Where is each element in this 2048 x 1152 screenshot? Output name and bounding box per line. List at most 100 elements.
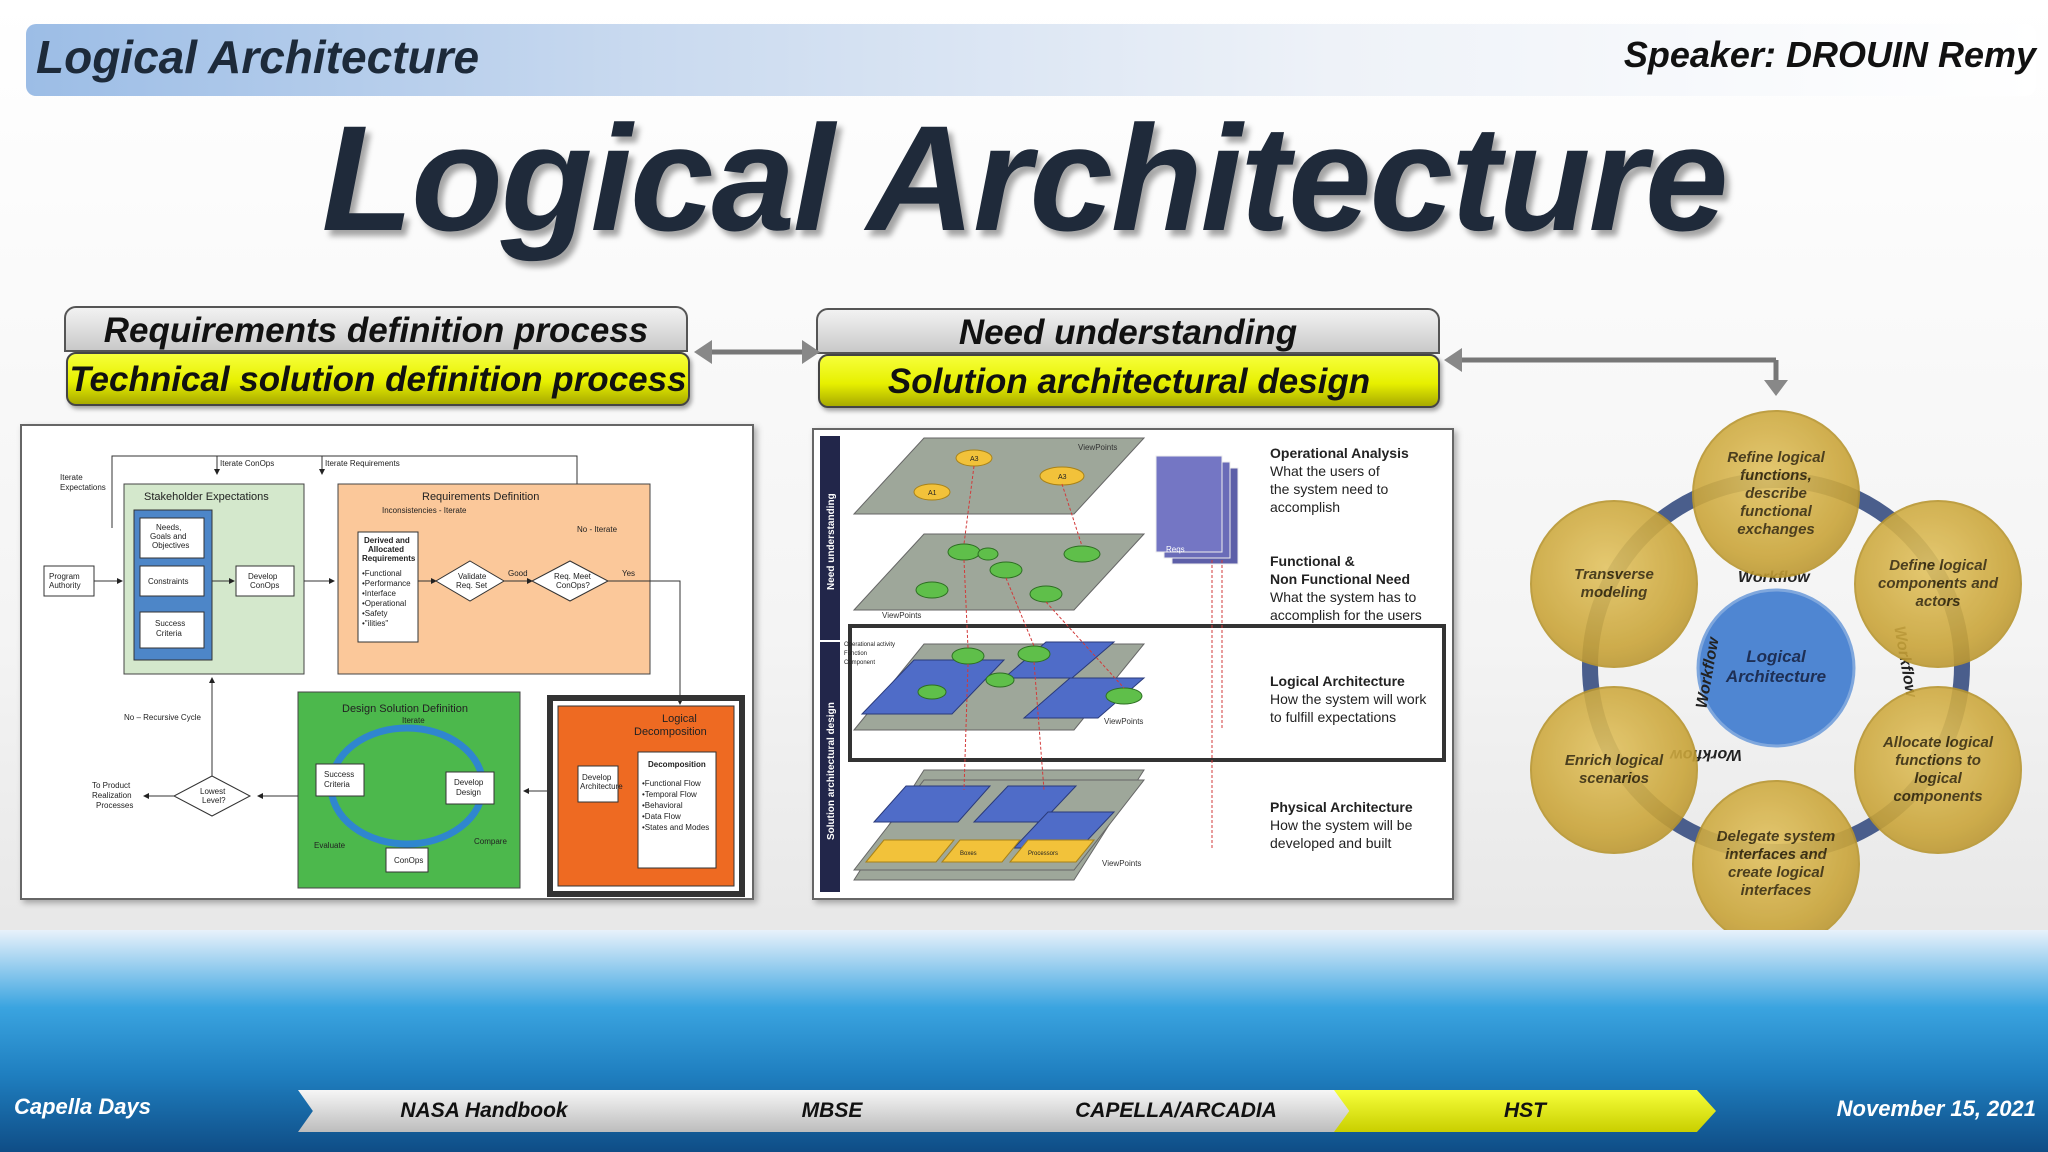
speaker-label: Speaker: DROUIN Remy bbox=[1623, 34, 2036, 75]
svg-text:•Behavioral: •Behavioral bbox=[642, 801, 683, 810]
svg-text:A1: A1 bbox=[928, 490, 937, 497]
iterate-conops-label: Iterate ConOps bbox=[220, 459, 274, 468]
svg-text:Requirements: Requirements bbox=[362, 554, 416, 563]
arcadia-layers-diagram: Need understanding Solution architectura… bbox=[820, 436, 1446, 892]
step-mbse: MBSE bbox=[646, 1090, 1018, 1132]
svg-text:Good: Good bbox=[508, 569, 528, 578]
svg-text:What the system has to: What the system has to bbox=[1270, 589, 1416, 605]
svg-text:ViewPoints: ViewPoints bbox=[1104, 717, 1143, 726]
footer-date: November 15, 2021 bbox=[1836, 1096, 2036, 1121]
main-title: Logical Architecture bbox=[321, 94, 1729, 262]
svg-text:No – Recursive Cycle: No – Recursive Cycle bbox=[124, 713, 201, 722]
nasa-process-panel: Iterate ConOps Iterate Requirements Iter… bbox=[20, 424, 754, 900]
svg-text:Objectives: Objectives bbox=[152, 541, 189, 550]
svg-text:Need understanding: Need understanding bbox=[826, 493, 837, 590]
svg-text:Iterate: Iterate bbox=[402, 716, 425, 725]
svg-text:•Functional Flow: •Functional Flow bbox=[642, 779, 701, 788]
svg-text:•Performance: •Performance bbox=[362, 579, 411, 588]
svg-text:•States and Modes: •States and Modes bbox=[642, 823, 709, 832]
svg-text:ConOps: ConOps bbox=[394, 856, 423, 865]
svg-text:Evaluate: Evaluate bbox=[314, 841, 346, 850]
svg-text:Validate: Validate bbox=[458, 572, 487, 581]
svg-text:Req. Set: Req. Set bbox=[456, 581, 488, 590]
solution-architectural-design-tab: Solution architectural design bbox=[818, 354, 1440, 408]
svg-text:•Temporal Flow: •Temporal Flow bbox=[642, 790, 697, 799]
svg-text:Criteria: Criteria bbox=[156, 629, 182, 638]
svg-text:to fulfill expectations: to fulfill expectations bbox=[1270, 709, 1396, 725]
svg-text:Inconsistencies - Iterate: Inconsistencies - Iterate bbox=[382, 506, 467, 515]
svg-text:Req. Meet: Req. Meet bbox=[554, 572, 592, 581]
svg-text:Compare: Compare bbox=[474, 837, 507, 846]
svg-text:Success: Success bbox=[324, 770, 354, 779]
design-title: Design Solution Definition bbox=[342, 703, 468, 715]
svg-text:Lowest: Lowest bbox=[200, 787, 226, 796]
svg-text:•Data Flow: •Data Flow bbox=[642, 812, 681, 821]
svg-text:•Functional: •Functional bbox=[362, 569, 402, 578]
svg-text:•Operational: •Operational bbox=[362, 599, 406, 608]
svg-text:Operational Analysis: Operational Analysis bbox=[1270, 445, 1409, 461]
svg-text:Logical: Logical bbox=[1746, 647, 1807, 666]
svg-text:Boxes: Boxes bbox=[960, 851, 977, 857]
svg-text:Decomposition: Decomposition bbox=[634, 726, 707, 738]
requirements-definition-tab: Requirements definition process bbox=[64, 306, 688, 352]
svg-text:ConOps?: ConOps? bbox=[556, 581, 590, 590]
svg-text:accomplish for the users: accomplish for the users bbox=[1270, 607, 1422, 623]
svg-text:ViewPoints: ViewPoints bbox=[882, 611, 921, 620]
workflow-step-enrich-scenarios: Enrich logical scenarios bbox=[1530, 686, 1698, 854]
workflow-step-transverse: Transverse modeling bbox=[1530, 500, 1698, 668]
svg-text:What the users of: What the users of bbox=[1270, 463, 1380, 479]
svg-text:Solution architectural design: Solution architectural design bbox=[826, 702, 837, 840]
svg-text:Criteria: Criteria bbox=[324, 780, 350, 789]
svg-text:ViewPoints: ViewPoints bbox=[1102, 859, 1141, 868]
svg-text:Decomposition: Decomposition bbox=[648, 760, 706, 769]
svg-text:Architecture: Architecture bbox=[1725, 667, 1826, 686]
svg-text:Develop: Develop bbox=[248, 572, 278, 581]
svg-text:Processes: Processes bbox=[96, 801, 133, 810]
svg-text:Processors: Processors bbox=[1028, 851, 1058, 857]
svg-text:A3: A3 bbox=[1058, 474, 1067, 481]
svg-text:Realization: Realization bbox=[92, 791, 132, 800]
svg-text:Architecture: Architecture bbox=[580, 782, 623, 791]
nasa-process-diagram: Iterate ConOps Iterate Requirements Iter… bbox=[43, 455, 745, 897]
svg-text:•Safety: •Safety bbox=[362, 609, 387, 618]
technical-solution-tab: Technical solution definition process bbox=[66, 352, 690, 406]
svg-text:Logical Architecture: Logical Architecture bbox=[1270, 673, 1405, 689]
workflow-step-allocate: Allocate logical functions to logical co… bbox=[1854, 686, 2022, 854]
svg-text:How the system will work: How the system will work bbox=[1270, 691, 1427, 707]
svg-text:Reqs: Reqs bbox=[1166, 545, 1185, 554]
svg-text:ViewPoints: ViewPoints bbox=[1078, 443, 1117, 452]
svg-text:•Interface: •Interface bbox=[362, 589, 396, 598]
connector-arrows bbox=[694, 340, 1788, 396]
svg-text:Goals and: Goals and bbox=[150, 532, 186, 541]
svg-text:•"ilities": •"ilities" bbox=[362, 619, 388, 628]
svg-text:Operational activity: Operational activity bbox=[844, 642, 895, 648]
svg-text:Develop: Develop bbox=[582, 773, 612, 782]
svg-text:Non Functional Need: Non Functional Need bbox=[1270, 571, 1410, 587]
step-hst: HST bbox=[1334, 1090, 1716, 1132]
stakeholder-title: Stakeholder Expectations bbox=[144, 491, 269, 503]
svg-text:Authority: Authority bbox=[49, 581, 81, 590]
svg-text:To Product: To Product bbox=[92, 781, 131, 790]
workflow-step-refine: Refine logical functions, describe funct… bbox=[1692, 410, 1860, 578]
arcadia-layers-panel: Need understanding Solution architectura… bbox=[812, 428, 1454, 900]
svg-text:Expectations: Expectations bbox=[60, 483, 106, 492]
svg-text:Level?: Level? bbox=[202, 796, 226, 805]
workflow-step-delegate: Delegate system interfaces and create lo… bbox=[1692, 780, 1860, 948]
header-title: Logical Architecture bbox=[36, 31, 480, 83]
svg-text:Program: Program bbox=[49, 572, 80, 581]
svg-text:Yes: Yes bbox=[622, 569, 635, 578]
svg-text:Design: Design bbox=[456, 788, 481, 797]
svg-text:accomplish: accomplish bbox=[1270, 499, 1340, 515]
svg-text:No - Iterate: No - Iterate bbox=[577, 525, 618, 534]
step-nasa-handbook: NASA Handbook bbox=[298, 1090, 670, 1132]
svg-text:Function: Function bbox=[844, 651, 867, 657]
svg-text:Physical Architecture: Physical Architecture bbox=[1270, 799, 1413, 815]
svg-text:Constraints: Constraints bbox=[148, 577, 188, 586]
header-bar bbox=[26, 24, 2036, 96]
svg-text:the system need to: the system need to bbox=[1270, 481, 1389, 497]
svg-text:Functional &: Functional & bbox=[1270, 553, 1355, 569]
svg-text:developed and built: developed and built bbox=[1270, 835, 1392, 851]
svg-text:Logical: Logical bbox=[662, 713, 697, 725]
svg-text:Develop: Develop bbox=[454, 778, 484, 787]
workflow-circle: Workflow Workflow Workflow Workflow Logi… bbox=[1530, 396, 2030, 948]
